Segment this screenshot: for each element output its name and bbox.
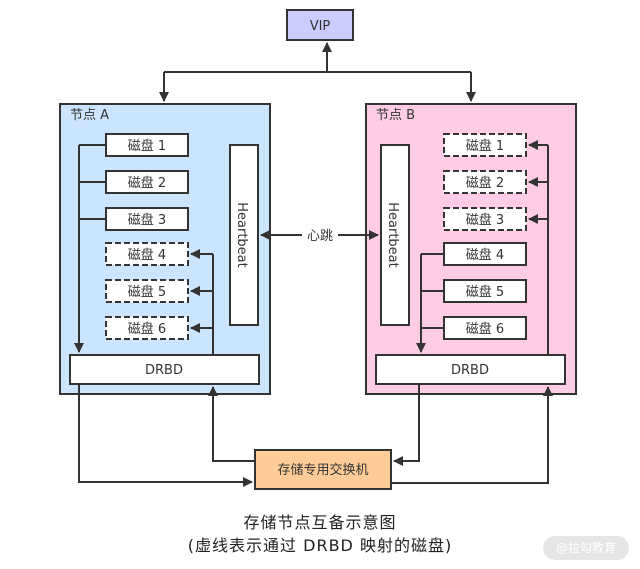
vip-connectors — [159, 42, 476, 102]
node-b-heartbeat-box — [380, 144, 410, 326]
node-b-disks: 磁盘 1 磁盘 2 磁盘 3 磁盘 4 磁盘 5 磁盘 6 — [443, 133, 527, 340]
node-b-disk-1-box — [443, 133, 527, 157]
node-a-drbd-label: DRBD — [145, 363, 183, 378]
node-b-disk-5-label: 磁盘 5 — [466, 284, 504, 300]
caption-title: 存储节点互备示意图 — [243, 513, 397, 532]
node-b-to-switch — [393, 384, 420, 466]
vip-rect — [286, 9, 354, 41]
node-a: 节点 A 磁盘 1磁盘 2磁盘 3磁盘 4磁盘 5磁盘 6 Heartbeat … — [59, 103, 271, 395]
node-a-disk-5-label: 磁盘 5 — [128, 284, 166, 300]
node-a-disk-2-label: 磁盘 2 — [128, 175, 166, 191]
node-a-title: 节点 A — [70, 108, 109, 123]
node-b-disk-2-label: 磁盘 2 — [466, 175, 504, 191]
node-b-disk-2-box — [443, 170, 527, 194]
node-a-disk-5-box — [105, 279, 189, 303]
heartbeat-link-label: 心跳 — [307, 229, 333, 244]
node-b-disk-1-label: 磁盘 1 — [466, 138, 504, 154]
node-a-heartbeat-label: Heartbeat — [234, 202, 249, 268]
node-b-title: 节点 B — [376, 108, 415, 123]
node-b-disk-6-label: 磁盘 6 — [466, 321, 504, 337]
storage-switch-label: 存储专用交换机 — [277, 462, 368, 478]
node-b-disk-3-label: 磁盘 3 — [466, 212, 504, 228]
node-a-disks: 磁盘 1 磁盘 2 磁盘 3 磁盘 4 磁盘 5 磁盘 6 — [105, 133, 189, 340]
node-b-disk-4-label: 磁盘 4 — [466, 247, 504, 263]
node-a-drbd-box — [69, 354, 260, 385]
node-a-disk-4-label: 磁盘 4 — [128, 247, 166, 263]
node-b-drbd-box — [375, 354, 566, 385]
node-b-drbd-label: DRBD — [451, 363, 489, 378]
switch-to-node-b — [391, 386, 553, 484]
node-b: 节点 B 磁盘 1磁盘 2磁盘 3磁盘 4磁盘 5磁盘 6 Heartbeat … — [365, 103, 577, 395]
node-a-disk-6-label: 磁盘 6 — [128, 321, 166, 337]
switch-to-node-a — [208, 386, 255, 462]
node-a-disk-6-box — [105, 316, 189, 340]
node-b-disk-3-box — [443, 207, 527, 231]
node-a-heartbeat-box — [229, 144, 259, 326]
node-a-disk-4-box — [105, 242, 189, 266]
node-b-heartbeat-label: Heartbeat — [385, 202, 400, 268]
vip-box: VIP — [286, 9, 354, 41]
storage-switch-box — [254, 449, 392, 490]
vip-label: VIP — [310, 19, 331, 34]
caption-subtitle: (虚线表示通过 DRBD 映射的磁盘) — [187, 536, 453, 555]
watermark: @拉勾教育 — [543, 536, 629, 560]
switch-connectors — [78, 384, 553, 487]
storage-switch: 存储专用交换机 — [254, 449, 392, 490]
node-a-to-switch — [78, 384, 253, 487]
node-a-disk-1-label: 磁盘 1 — [128, 138, 166, 154]
node-a-disk-3-label: 磁盘 3 — [128, 212, 166, 228]
